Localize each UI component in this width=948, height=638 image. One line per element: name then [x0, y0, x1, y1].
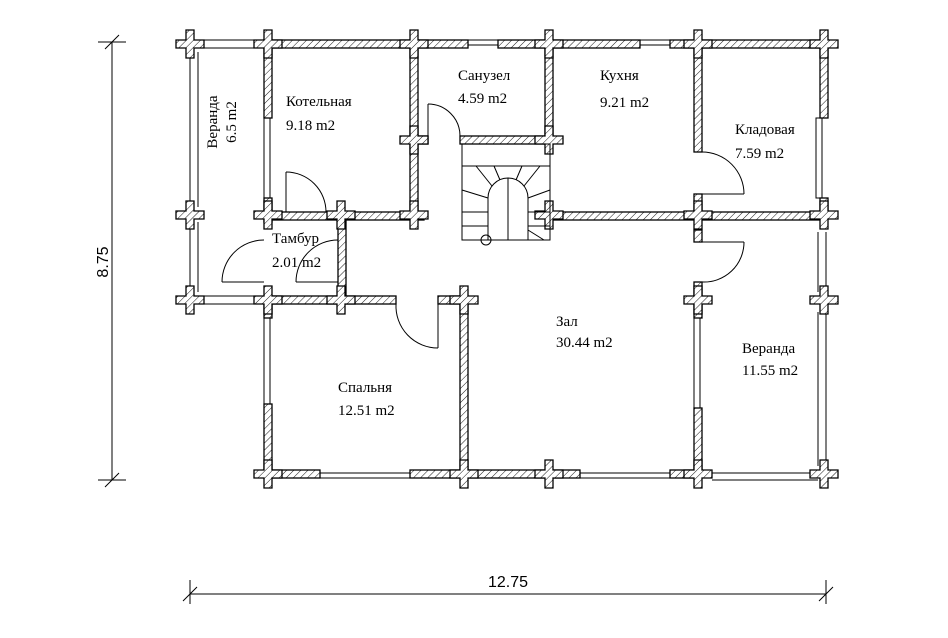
room-boiler: Котельная 9.18 m2 — [286, 94, 352, 134]
log-joint — [175, 200, 205, 230]
log-joint — [326, 200, 356, 230]
room-area: 4.59 m2 — [458, 91, 507, 107]
room-area: 11.55 m2 — [742, 363, 798, 379]
doors — [221, 103, 745, 349]
room-area: 2.01 m2 — [272, 255, 321, 271]
height-dimension: 8.75 — [95, 34, 126, 488]
height-dimension-label: 8.75 — [95, 246, 112, 277]
room-name: Спальня — [338, 380, 392, 396]
room-area: 7.59 m2 — [735, 146, 784, 162]
log-joint — [399, 125, 429, 155]
log-joint — [326, 285, 356, 315]
log-joint — [253, 459, 283, 489]
log-joint — [809, 285, 839, 315]
width-dimension: 12.75 — [182, 574, 834, 604]
log-joint — [175, 29, 205, 59]
room-name: Веранда — [742, 341, 795, 357]
room-veranda-left: Веранда 6.5 m2 — [205, 95, 240, 148]
log-joint — [449, 459, 479, 489]
log-joint — [683, 285, 713, 315]
log-joint — [534, 29, 564, 59]
room-pantry: Кладовая 7.59 m2 — [735, 122, 795, 162]
log-joint — [253, 200, 283, 230]
room-bedroom: Спальня 12.51 m2 — [338, 380, 395, 419]
log-joint — [253, 285, 283, 315]
log-joint — [399, 29, 429, 59]
staircase — [461, 143, 551, 246]
log-joint — [175, 285, 205, 315]
room-name: Санузел — [458, 68, 511, 84]
room-area: 12.51 m2 — [338, 403, 395, 419]
room-labels: Веранда 6.5 m2 Котельная 9.18 m2 Санузел… — [205, 68, 798, 419]
room-name: Кухня — [600, 68, 639, 84]
room-kitchen: Кухня 9.21 m2 — [600, 68, 649, 111]
log-joint — [253, 29, 283, 59]
room-area: 6.5 m2 — [224, 101, 240, 143]
log-joint — [683, 459, 713, 489]
log-joint — [809, 29, 839, 59]
room-name: Веранда — [205, 95, 221, 148]
room-bathroom: Санузел 4.59 m2 — [458, 68, 511, 107]
room-name: Зал — [556, 314, 578, 330]
log-joint — [809, 459, 839, 489]
log-joint — [809, 200, 839, 230]
log-joint — [399, 200, 429, 230]
room-area: 30.44 m2 — [556, 335, 613, 351]
log-joint — [534, 125, 564, 155]
room-hall: Зал 30.44 m2 — [556, 314, 613, 351]
log-joint — [683, 200, 713, 230]
log-crossings — [175, 29, 839, 489]
width-dimension-label: 12.75 — [488, 574, 528, 591]
room-area: 9.21 m2 — [600, 95, 649, 111]
room-name: Тамбур — [272, 231, 319, 247]
room-vestibule: Тамбур 2.01 m2 — [272, 231, 321, 271]
room-veranda-right: Веранда 11.55 m2 — [742, 341, 798, 379]
log-joint — [534, 459, 564, 489]
log-joint — [683, 29, 713, 59]
room-area: 9.18 m2 — [286, 118, 335, 134]
log-joint — [534, 200, 564, 230]
room-name: Котельная — [286, 94, 352, 110]
room-name: Кладовая — [735, 122, 795, 138]
log-joint — [449, 285, 479, 315]
